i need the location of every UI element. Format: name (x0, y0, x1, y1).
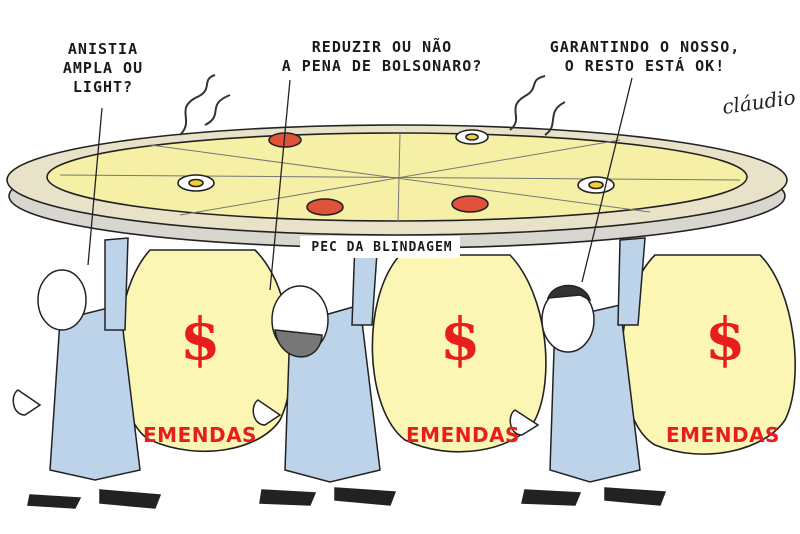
dollar-sign-right: $ (705, 305, 746, 373)
speech-bubble-right: GARANTINDO O NOSSO, O RESTO ESTÁ OK! (549, 38, 741, 75)
dollar-sign-middle: $ (440, 305, 481, 373)
pizza (6, 74, 788, 249)
bag-label-middle: EMENDAS (406, 423, 520, 447)
dollar-sign-left: $ (180, 305, 221, 373)
pizza-banner-box (300, 236, 460, 258)
bag-label-left: EMENDAS (143, 423, 257, 447)
speech-pointers (87, 77, 633, 291)
pizza-label: PEC DA BLINDAGEM (311, 240, 453, 255)
bag-label-right: EMENDAS (666, 423, 780, 447)
politician-right (509, 237, 667, 506)
speech-bubble-left: ANISTIA AMPLA OU LIGHT? (62, 40, 144, 96)
politicians (12, 237, 667, 509)
speech-bubble-middle: REDUZIR OU NÃO A PENA DE BOLSONARO? (281, 38, 483, 75)
politician-left (12, 237, 162, 509)
politician-middle (252, 237, 397, 506)
